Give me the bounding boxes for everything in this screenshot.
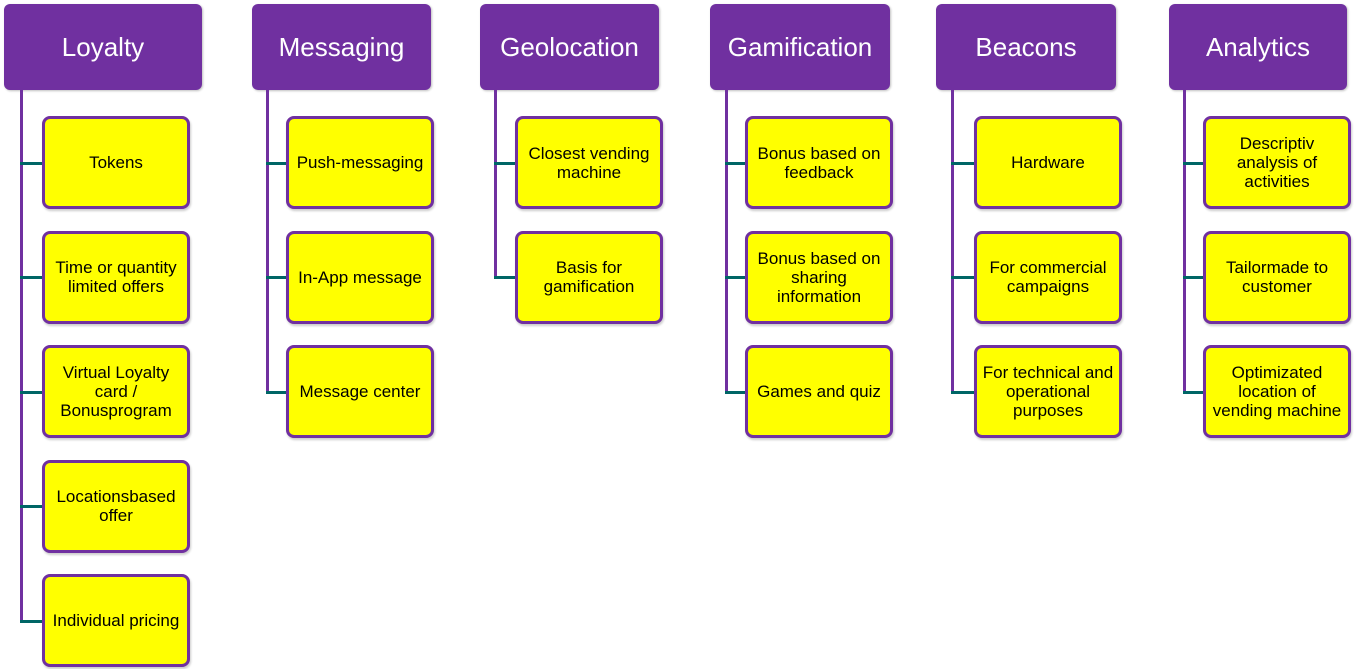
feature-item: Bonus based on feedback (745, 116, 893, 209)
connector-branch (20, 276, 42, 279)
feature-item: Tokens (42, 116, 190, 209)
connector-branch (951, 161, 974, 165)
category-header: Gamification (710, 4, 890, 90)
feature-item: For technical and operational purposes (974, 345, 1122, 438)
category-header: Beacons (936, 4, 1116, 90)
feature-item: Bonus based on sharing information (745, 230, 893, 324)
connector-branch (1183, 276, 1203, 279)
feature-item: In-App message (286, 230, 434, 324)
connector-branch (266, 276, 286, 279)
feature-item: Locationsbased offer (42, 459, 190, 553)
connector-branch (725, 390, 745, 394)
connector-trunk (20, 90, 23, 622)
connector-branch (266, 161, 286, 165)
connector-branch (951, 390, 974, 394)
feature-item: Tailormade to customer (1203, 230, 1351, 324)
connector-branch (494, 161, 515, 165)
category-header: Geolocation (480, 4, 659, 90)
connector-branch (266, 390, 286, 394)
feature-item: Games and quiz (745, 345, 893, 438)
connector-trunk (266, 90, 269, 393)
category-header: Messaging (252, 4, 431, 90)
connector-branch (1183, 390, 1203, 394)
feature-item: Virtual Loyalty card / Bonusprogram (42, 345, 190, 438)
feature-item: Descriptiv analysis of activities (1203, 116, 1351, 209)
connector-branch (1183, 161, 1203, 165)
feature-item: Message center (286, 345, 434, 438)
feature-item: Push-messaging (286, 116, 434, 209)
category-header: Loyalty (4, 4, 202, 90)
connector-branch (951, 276, 974, 279)
feature-item: Hardware (974, 116, 1122, 209)
connector-branch (20, 161, 42, 165)
connector-trunk (951, 90, 954, 393)
category-header: Analytics (1169, 4, 1347, 90)
connector-branch (494, 276, 515, 279)
connector-trunk (1183, 90, 1186, 393)
connector-branch (20, 390, 42, 394)
feature-item: Closest vending machine (515, 116, 663, 209)
connector-branch (20, 619, 42, 623)
connector-trunk (725, 90, 728, 393)
feature-item: Optimizated location of vending machine (1203, 345, 1351, 438)
feature-item: Basis for gamification (515, 230, 663, 324)
connector-branch (20, 505, 42, 508)
connector-branch (725, 276, 745, 279)
feature-item: For commercial campaigns (974, 230, 1122, 324)
feature-item: Time or quantity limited offers (42, 230, 190, 324)
connector-branch (725, 161, 745, 165)
feature-item: Individual pricing (42, 574, 190, 667)
connector-trunk (494, 90, 497, 278)
